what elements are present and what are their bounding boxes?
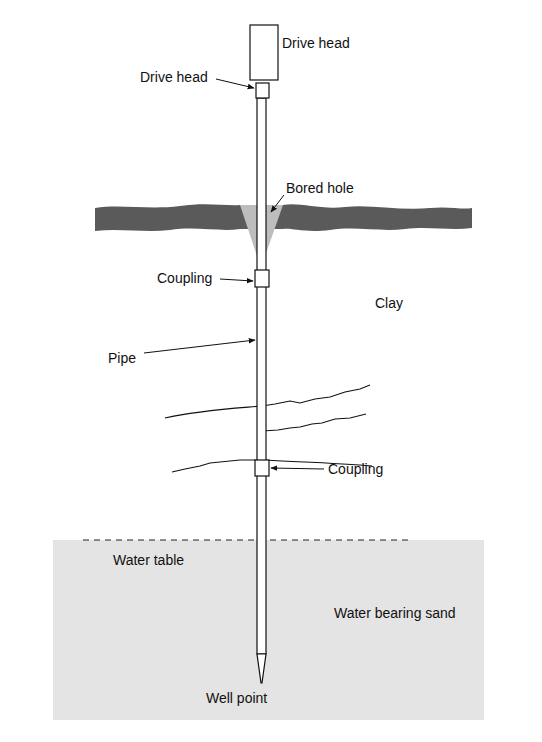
- coupling: [255, 460, 269, 476]
- region-label: Water table: [113, 552, 184, 568]
- soil-band: [95, 204, 472, 231]
- part-label: Bored hole: [286, 180, 354, 196]
- leader-line: [220, 279, 253, 281]
- water-table-line: [83, 539, 410, 540]
- coupling: [255, 270, 269, 287]
- pipe: [257, 98, 266, 654]
- part-label: Drive head: [282, 35, 350, 51]
- part-label: Coupling: [328, 461, 383, 477]
- break-line: [262, 414, 366, 431]
- sand-layer: [53, 540, 484, 720]
- well-point: [257, 654, 266, 683]
- part-label: Well point: [206, 690, 267, 706]
- leader-line: [144, 340, 255, 353]
- part-label: Pipe: [108, 350, 136, 366]
- drive-head-block: [250, 25, 278, 80]
- part-label: Coupling: [157, 270, 212, 286]
- part-label: Drive head: [140, 69, 208, 85]
- region-label: Water bearing sand: [334, 605, 456, 621]
- leader-line: [216, 79, 254, 88]
- break-line: [165, 385, 370, 418]
- drive-head-cap: [256, 83, 269, 98]
- leader-line: [271, 468, 324, 469]
- region-label: Clay: [375, 295, 403, 311]
- leader-line: [271, 195, 284, 212]
